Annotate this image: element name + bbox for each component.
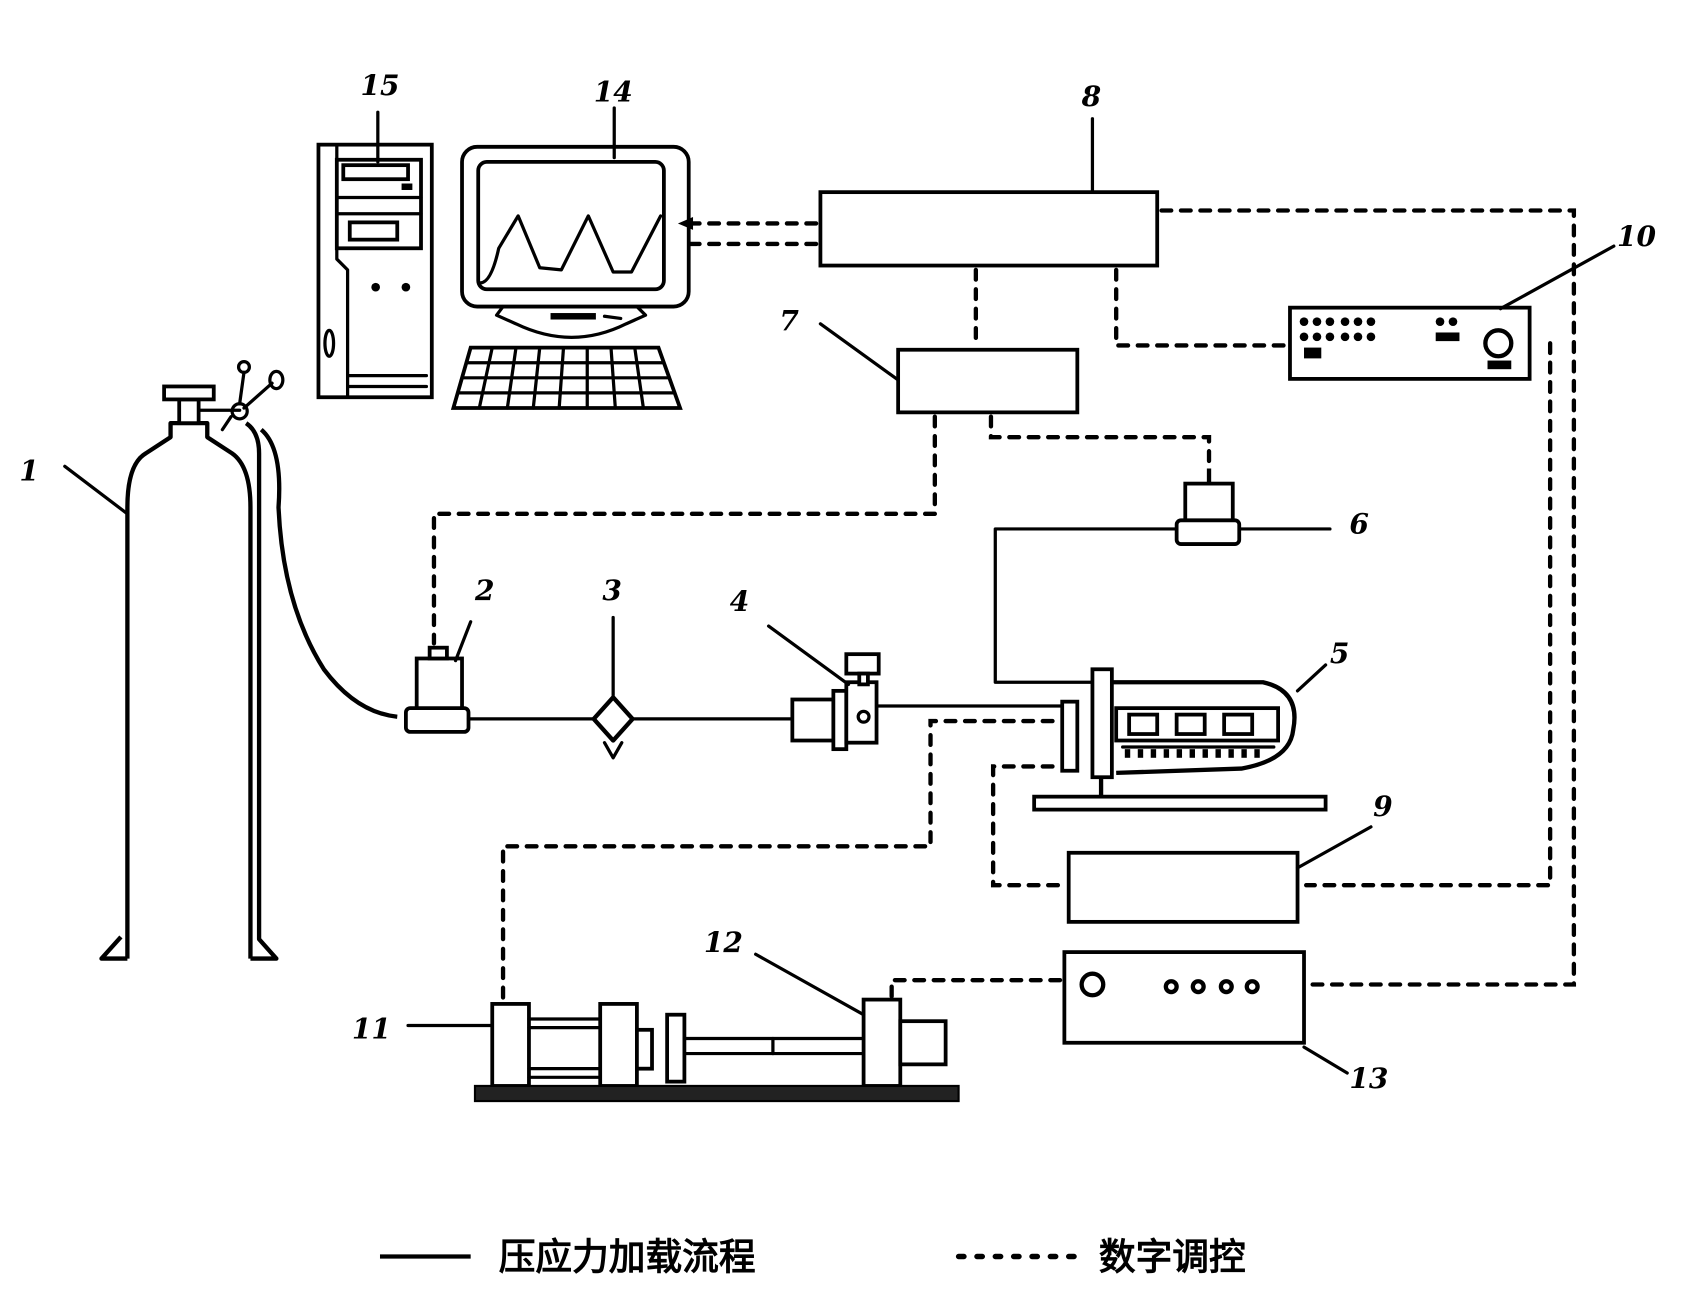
label-9: 9 bbox=[1373, 790, 1393, 823]
inline-filter bbox=[591, 695, 635, 760]
link-10-9 bbox=[1304, 341, 1553, 888]
label-7: 7 bbox=[779, 304, 799, 337]
pressure-chamber bbox=[1032, 667, 1328, 812]
leader-line-5 bbox=[1295, 663, 1328, 693]
link-7-6 bbox=[988, 414, 1212, 469]
link-5-9 bbox=[990, 764, 1067, 888]
leader-line-10 bbox=[1498, 244, 1616, 311]
label-13: 13 bbox=[1349, 1062, 1388, 1095]
leader-line-2 bbox=[453, 620, 473, 663]
keyboard bbox=[450, 345, 683, 410]
label-5: 5 bbox=[1330, 637, 1350, 670]
exhaust-valve bbox=[1174, 468, 1242, 546]
gas-hose bbox=[259, 427, 398, 719]
label-8: 8 bbox=[1081, 80, 1102, 113]
link-13-12 bbox=[889, 978, 1063, 1000]
legend-dashed-label: 数字调控 bbox=[1099, 1235, 1246, 1278]
label-3: 3 bbox=[602, 574, 622, 607]
controller-box bbox=[896, 347, 1080, 415]
label-10: 10 bbox=[1617, 220, 1657, 253]
leader-line-9 bbox=[1295, 825, 1373, 870]
legend: 压应力加载流程 数字调控 bbox=[379, 1235, 1246, 1278]
arrow-head bbox=[677, 216, 694, 230]
legend-solid-label: 压应力加载流程 bbox=[499, 1235, 756, 1278]
solenoid-valve bbox=[404, 645, 471, 734]
label-4: 4 bbox=[730, 585, 750, 618]
label-15: 15 bbox=[361, 69, 400, 102]
link-7-2 bbox=[431, 414, 937, 646]
signal-unit bbox=[1062, 950, 1306, 1045]
label-12: 12 bbox=[704, 926, 743, 959]
link-8-10 bbox=[1114, 267, 1287, 348]
link-5-11 bbox=[500, 718, 1055, 1007]
label-2: 2 bbox=[474, 574, 495, 607]
label-11: 11 bbox=[352, 1012, 391, 1045]
pressure-regulator bbox=[790, 652, 881, 752]
gas-cylinder bbox=[99, 360, 285, 961]
label-14: 14 bbox=[594, 75, 633, 108]
data-acquisition-box bbox=[818, 190, 1160, 268]
instrument-box bbox=[1066, 850, 1300, 924]
label-6: 6 bbox=[1349, 507, 1369, 540]
monitor bbox=[460, 144, 691, 339]
load-sensor bbox=[861, 997, 948, 1088]
leader-line-12 bbox=[754, 952, 866, 1017]
control-panel bbox=[1288, 305, 1532, 381]
leader-line-4 bbox=[766, 624, 851, 687]
linear-actuator bbox=[490, 1002, 866, 1088]
label-1: 1 bbox=[19, 454, 39, 487]
pipe-6-5 bbox=[993, 527, 1179, 684]
computer-tower bbox=[316, 142, 434, 400]
leader-line-13 bbox=[1302, 1045, 1349, 1075]
leader-line-7 bbox=[818, 322, 900, 382]
actuator-base bbox=[473, 1084, 960, 1103]
leader-line-1 bbox=[63, 464, 130, 516]
link-8-13 bbox=[1159, 208, 1577, 987]
